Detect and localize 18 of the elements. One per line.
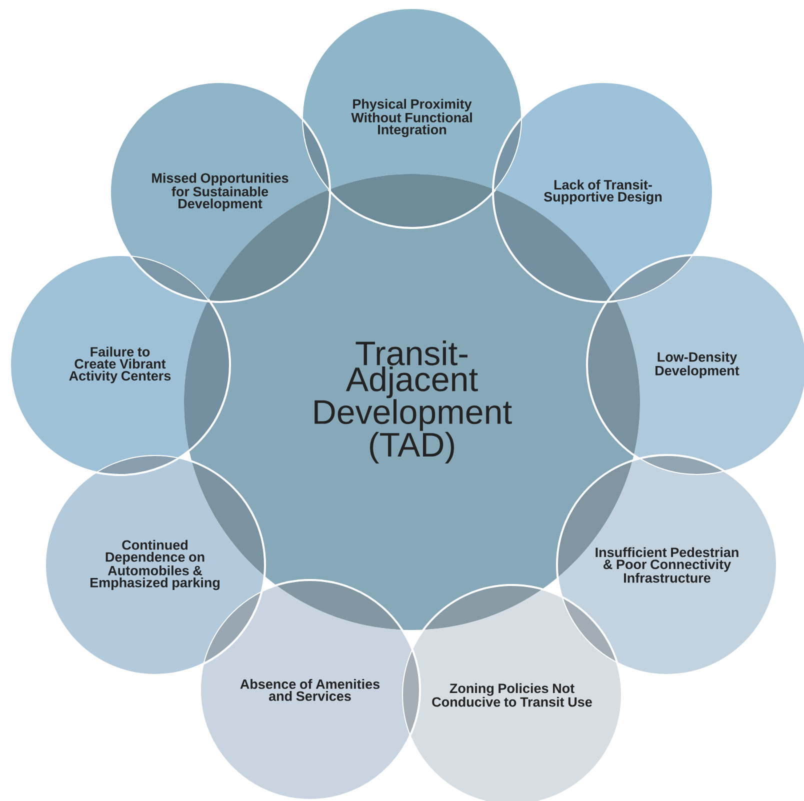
circle [586,254,804,476]
circle [301,7,523,229]
circle-label: Absence of Amenities and Services [240,679,380,701]
circle-label: Failure to Create Vibrant Activity Centers [69,346,171,384]
circle [109,81,331,303]
circle-label: Low-Density Development [656,352,740,378]
circle [44,454,266,676]
circle-label: Lack of Transit-Supportive Design [544,180,662,204]
circle-label: Physical Proximity Without Functional Integration [351,98,472,138]
center-title: Transit-Adjacent Development (TAD) [314,340,512,464]
circle-label: Continued Dependence on Automobiles & Emphasized parking [90,540,220,590]
circle-label: Insufficient Pedestrian & Poor Connectivity Infrastructure [596,547,738,583]
circle-label: Zoning Policies Not Conducive to Transit Use [432,683,592,707]
circle [492,81,714,303]
circle [9,254,231,476]
circle [556,454,778,676]
circle-label: Missed Opportunities for Sustainable Development [152,172,288,212]
circle [401,584,623,801]
